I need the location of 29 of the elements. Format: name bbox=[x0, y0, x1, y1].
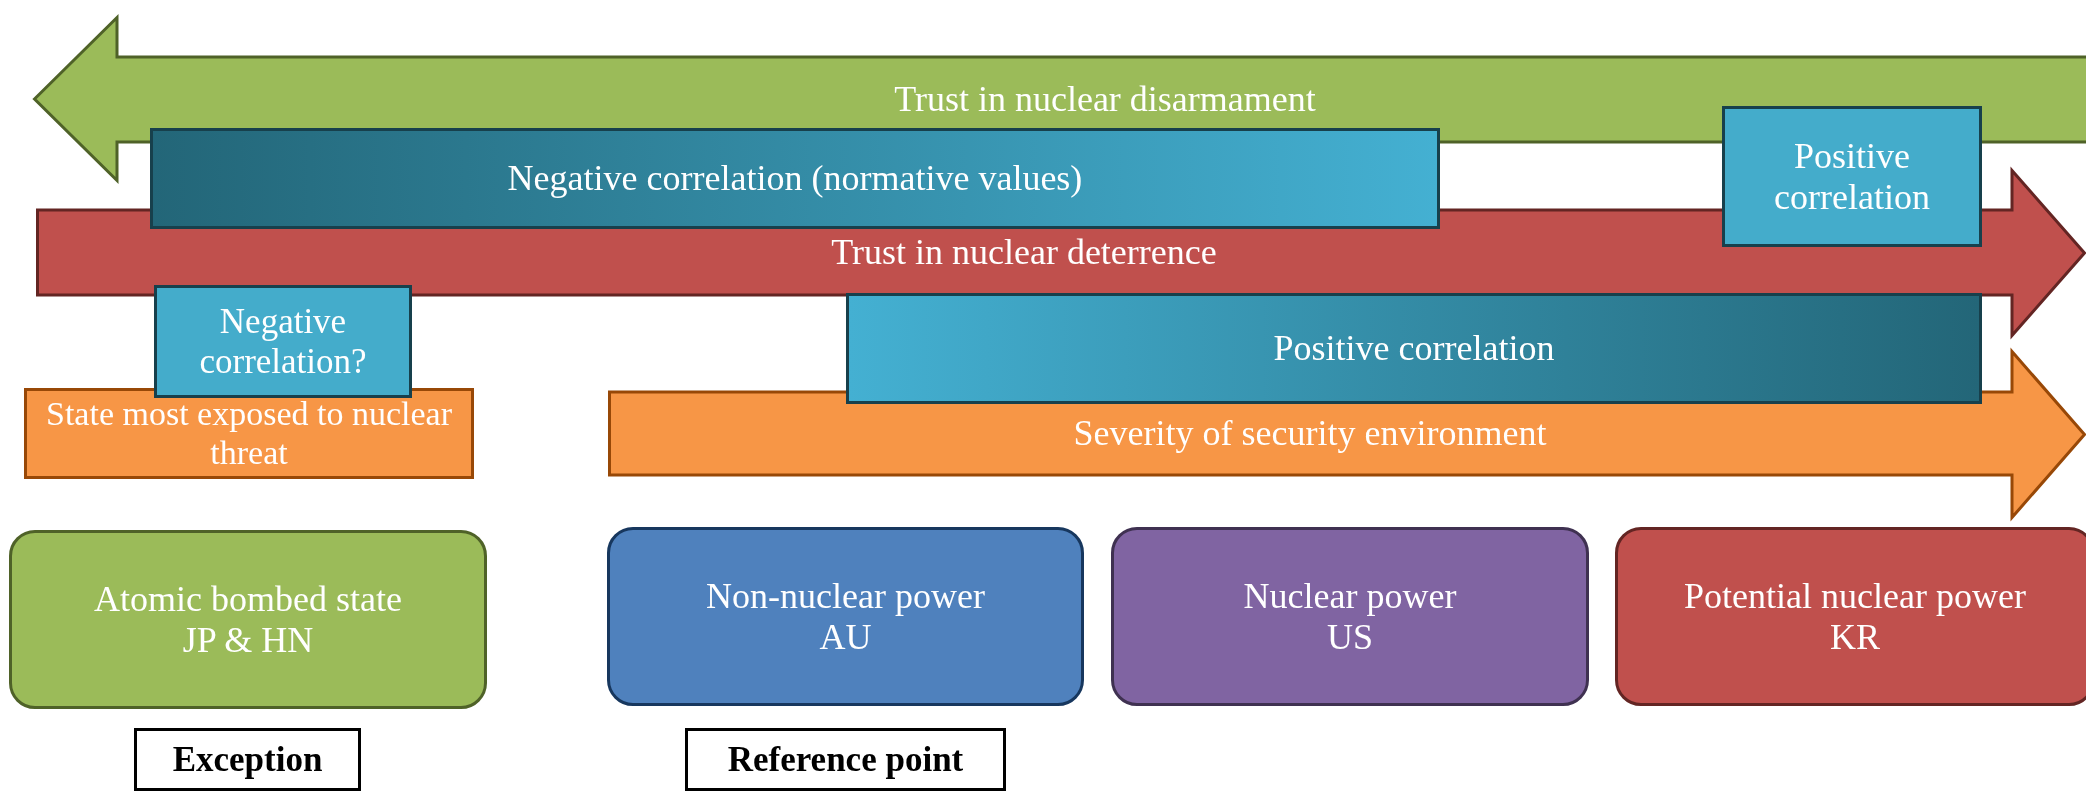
node-sublabel: AU bbox=[819, 616, 872, 657]
node-label: Non-nuclear power bbox=[706, 576, 985, 617]
node-label: Potential nuclear power bbox=[1684, 576, 2026, 617]
band-label: Severity of security environment bbox=[1073, 413, 1547, 454]
box-label: Positive correlation bbox=[1273, 328, 1555, 369]
box-label: Negative correlation (normative values) bbox=[507, 158, 1083, 199]
node-sublabel: US bbox=[1327, 616, 1373, 657]
caption-box bbox=[685, 728, 1006, 791]
band-label: Trust in nuclear disarmament bbox=[894, 79, 1316, 120]
correlation-box bbox=[150, 128, 1440, 229]
node-label: Nuclear power bbox=[1243, 576, 1457, 617]
correlation-box bbox=[154, 285, 412, 398]
category-box bbox=[1615, 527, 2086, 706]
band-label: Trust in nuclear deterrence bbox=[831, 232, 1217, 273]
label-box bbox=[24, 388, 474, 479]
box-label: State most exposed to nuclear threat bbox=[45, 395, 453, 472]
box-label: Reference point bbox=[727, 739, 964, 780]
caption-box bbox=[134, 728, 361, 791]
node-label: Atomic bombed state bbox=[94, 579, 402, 620]
node-sublabel: JP & HN bbox=[182, 619, 314, 660]
box-label: Negative correlation? bbox=[198, 302, 368, 381]
correlation-box bbox=[1722, 106, 1982, 247]
box-label: Exception bbox=[172, 739, 323, 780]
node-sublabel: KR bbox=[1830, 616, 1880, 657]
category-box bbox=[607, 527, 1084, 706]
category-box bbox=[1111, 527, 1589, 706]
box-label: Positive correlation bbox=[1773, 136, 1931, 217]
correlation-box bbox=[846, 293, 1982, 404]
category-box bbox=[9, 530, 487, 709]
